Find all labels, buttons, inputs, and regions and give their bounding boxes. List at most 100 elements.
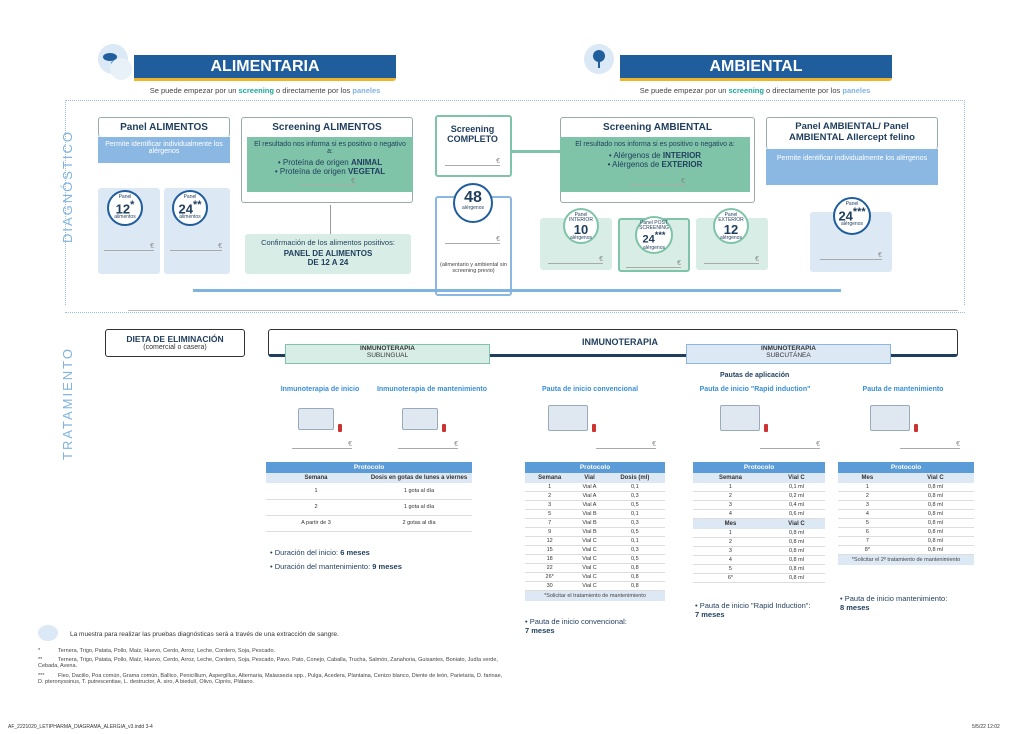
table-cell: 0,5	[604, 554, 665, 564]
product-price: €	[900, 441, 960, 449]
table-cell: 0,5	[604, 527, 665, 537]
table-cell: Vial B	[574, 527, 605, 537]
bullet-mantenimiento: • Pauta de inicio mantenimiento:8 meses	[840, 594, 948, 612]
table-cell: 3	[693, 546, 768, 556]
panel-ambiental-title: Panel AMBIENTAL/ Panel AMBIENTAL Allerce…	[789, 121, 915, 143]
screening-alimentos-b2: • Proteína de origen VEGETAL	[274, 167, 386, 176]
column-header: Dosis en gotas de lunes a viernes	[366, 473, 472, 483]
table-cell: Vial A	[574, 500, 605, 510]
table-cell: Vial A	[574, 491, 605, 501]
table-cell: 6*	[693, 573, 768, 583]
table-note: *Solicitar el tratamiento de mantenimien…	[525, 591, 665, 601]
bullet-rapid: • Pauta de inicio "Rapid Induction":7 me…	[695, 601, 811, 619]
side-label-tratamiento: TRATAMIENTO	[60, 347, 75, 460]
screening-completo-title: Screening COMPLETO	[447, 124, 498, 144]
table-cell: 0,8	[604, 572, 665, 582]
bullet-duracion-inicio: • Duración del inicio: 6 meses	[270, 548, 370, 557]
panel-interior-price: €	[548, 256, 603, 264]
screening-completo-box	[435, 115, 512, 177]
confirm-text: Confirmación de los alimentos positivos:	[261, 238, 395, 247]
screening-alimentos-panel: El resultado nos informa si es positivo …	[247, 137, 413, 192]
screening-ambiental-title: Screening AMBIENTAL	[603, 122, 712, 133]
table-cell: 15	[525, 545, 575, 555]
table-cell: 7	[525, 518, 575, 528]
table-cell: 5	[838, 518, 897, 528]
table-cell: 12	[525, 536, 575, 546]
alimentaria-title: ALIMENTARIA	[134, 55, 396, 81]
table-cell: Vial A	[574, 483, 605, 492]
table-cell: 5	[525, 509, 575, 519]
table-cell: 2	[838, 491, 897, 501]
table-cell: 4	[693, 555, 768, 565]
screening-alimentos-title: Screening ALIMENTOS	[272, 122, 382, 133]
table-cell: 7	[838, 536, 897, 546]
completo-note: (alimentario y ambiental sin screening p…	[440, 262, 507, 274]
product-title: Pauta de inicio convencional	[541, 386, 639, 393]
footnote-3: ***Fleo, Dactilo, Poa común, Grama común…	[38, 673, 503, 685]
panel-24-price: €	[170, 243, 222, 251]
panel-12-price: €	[104, 243, 154, 251]
screening-alimentos-price: €	[300, 178, 355, 186]
vial-icon	[914, 424, 918, 432]
table-cell: 0,8 ml	[896, 500, 974, 510]
table-cell: 0,6 ml	[767, 509, 825, 519]
table-cell: 0,8	[604, 563, 665, 573]
table-cell: 3	[525, 500, 575, 510]
product-image	[720, 405, 760, 431]
connector	[128, 310, 958, 311]
screening-completo-price: €	[445, 158, 500, 166]
table-cell: 1	[693, 483, 768, 492]
table-cell: 22	[525, 563, 575, 573]
table-cell: 0,1 ml	[767, 483, 825, 492]
table-cell: 2	[525, 491, 575, 501]
table-cell: 1	[838, 483, 897, 492]
footnote-1: *Ternera, Trigo, Patata, Pollo, Maíz, Hu…	[38, 648, 276, 654]
panel-exterior-price: €	[704, 256, 759, 264]
table-cell: 0,8 ml	[767, 564, 825, 574]
ambiental-subtitle: Se puede empezar por un screening o dire…	[639, 86, 871, 95]
bullet-convencional: • Pauta de inicio convencional:7 meses	[525, 617, 627, 635]
sublingual-label: INMUNOTERAPIA	[360, 345, 415, 352]
dieta-sub: (comercial o casera)	[143, 344, 207, 351]
table-cell: 5	[693, 564, 768, 574]
connector	[330, 205, 331, 235]
table-caption: Protocolo	[838, 462, 974, 473]
subcutanea-label: INMUNOTERAPIA	[761, 345, 816, 352]
sublingual-sub: SUBLINGUAL	[366, 352, 409, 359]
table-cell: 9	[525, 527, 575, 537]
date-info: 5/5/22 12:02	[972, 724, 1000, 730]
table-cell: Vial C	[574, 581, 605, 591]
table-cell: 0,8	[604, 581, 665, 591]
diagnostic-frame	[65, 100, 965, 305]
product-price: €	[760, 441, 820, 449]
panel-post-price: €	[626, 260, 681, 268]
table-cell: 0,8 ml	[896, 527, 974, 537]
ambiental-title: AMBIENTAL	[620, 55, 892, 81]
table-cell: 2	[693, 491, 768, 501]
table-cell: 0,3	[604, 518, 665, 528]
table-cell: 6	[838, 527, 897, 537]
confirm-bold: PANEL DE ALIMENTOS DE 12 A 24	[283, 249, 373, 267]
bullet-duracion-mantenimiento: • Duración del mantenimiento: 9 meses	[270, 562, 402, 571]
